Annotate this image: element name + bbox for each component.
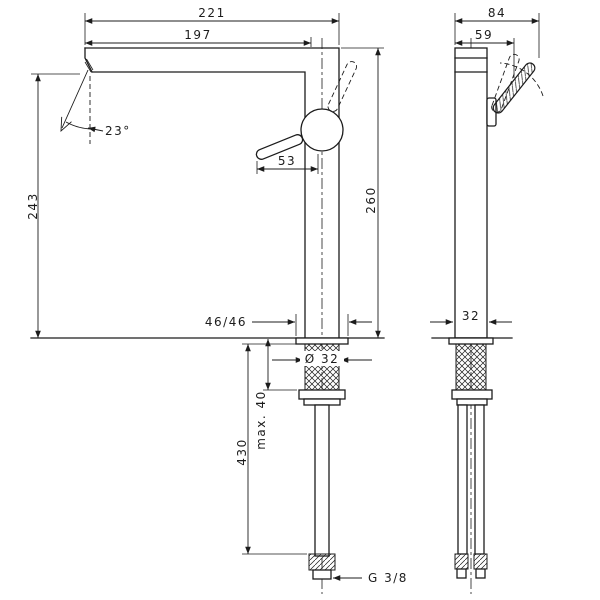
front-base-assembly [30, 337, 385, 580]
hose-connector-end [312, 569, 332, 580]
dim-spout-angle: 23° [105, 124, 131, 138]
handle-pivot [300, 108, 344, 152]
supply-hose-left [457, 404, 468, 555]
dim-59-group [455, 38, 515, 78]
dim-handle-offset: 53 [278, 154, 296, 168]
handle-motion-arc [499, 62, 544, 97]
base-plate [295, 337, 349, 345]
dim-shank-diameter: Ø 32 [305, 352, 340, 366]
hose-connector-nut [473, 553, 488, 570]
locknut [298, 389, 346, 400]
supply-hose-right [474, 404, 485, 555]
locknut-washer [456, 398, 488, 406]
faucet-side-outline [454, 47, 497, 339]
dim-243-group [31, 73, 80, 338]
label-mask [456, 309, 486, 323]
threaded-shank [455, 343, 487, 391]
dim-d32-group [272, 351, 372, 366]
base-plate [448, 337, 494, 345]
hose-connector-nut [308, 553, 336, 571]
hose-connector-end [475, 568, 486, 579]
dim-53-group [256, 154, 319, 174]
dim-221-group [84, 13, 340, 45]
handle-lever-side-alt [491, 53, 520, 113]
locknut-washer [303, 398, 341, 406]
faucet-front-outline [84, 47, 340, 339]
dim-base-plate: 46/46 [205, 315, 247, 329]
dim-hose-length: 430 [235, 438, 249, 465]
handle-lever-alt-position [327, 61, 358, 112]
dim-32-group [430, 309, 512, 325]
dim-spout-projection: 197 [184, 28, 211, 42]
locknut [451, 389, 493, 400]
dim-connection-thread: G 3/8 [368, 571, 408, 585]
angle-leader [87, 126, 104, 133]
dim-spout-height: 260 [364, 186, 378, 213]
dim-197-group [85, 37, 312, 47]
water-stream-arrow [60, 69, 104, 144]
dim-max40-group [263, 339, 297, 391]
dim-front-depth: 59 [475, 28, 493, 42]
dim-total-depth: 84 [488, 6, 506, 20]
dim-max-mounting: max. 40 [254, 390, 268, 450]
front-view: 23° 221 197 [26, 6, 408, 594]
dim-84-group [454, 13, 540, 58]
threaded-shank [304, 343, 340, 391]
dim-430-group [242, 343, 307, 555]
side-base-assembly [431, 337, 513, 579]
dim-body-width: 32 [462, 309, 480, 323]
supply-hose [314, 404, 330, 557]
dim-4646-group [252, 314, 372, 336]
hose-connector-nut [454, 553, 469, 570]
dim-total-projection: 221 [198, 6, 225, 20]
dim-260-group [341, 47, 384, 338]
handle-lever [255, 134, 304, 160]
side-view: 84 59 32 [430, 6, 544, 594]
hose-connector-end [456, 568, 467, 579]
label-mask [300, 351, 344, 366]
dim-height-underside: 243 [26, 192, 40, 219]
